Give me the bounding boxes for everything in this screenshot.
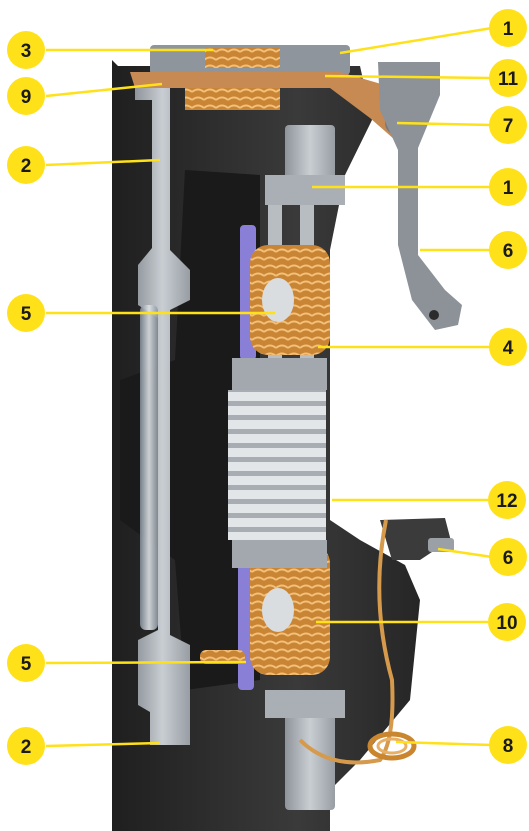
lower-lever-tip	[428, 538, 454, 552]
callout-10: 10	[488, 603, 526, 641]
callout-6-top: 6	[489, 231, 527, 269]
svg-text:2: 2	[21, 737, 32, 758]
leader-5-bottom	[45, 660, 247, 665]
svg-text:6: 6	[503, 241, 514, 262]
hub-cap-top	[232, 358, 327, 390]
callout-5-bottom: 5	[7, 644, 45, 682]
callout-4: 4	[489, 328, 527, 366]
svg-text:12: 12	[496, 491, 517, 512]
svg-text:7: 7	[503, 116, 514, 137]
leader-8	[395, 740, 493, 747]
callout-7: 7	[489, 106, 527, 144]
svg-text:6: 6	[503, 548, 514, 569]
leader-2-top	[45, 158, 161, 167]
hub-cap-bottom	[232, 540, 327, 568]
copper-wire	[298, 519, 395, 765]
spring-lower	[185, 88, 280, 110]
leader-9	[45, 82, 163, 98]
spring-link-bottom	[200, 650, 245, 664]
pressure-plate-left	[135, 88, 190, 745]
svg-text:3: 3	[21, 41, 32, 62]
svg-text:11: 11	[498, 69, 519, 90]
svg-text:1: 1	[503, 178, 514, 199]
spring-top	[205, 48, 280, 68]
lever-hole	[429, 310, 439, 320]
svg-text:5: 5	[21, 304, 32, 325]
leader-7	[396, 121, 493, 127]
callout-11: 11	[489, 59, 527, 97]
brake-drawing	[112, 45, 462, 831]
lever-bar	[130, 72, 420, 140]
leader-2-bottom	[45, 741, 161, 748]
hub-flange-top	[265, 175, 345, 205]
hub-flange-bottom	[265, 690, 345, 718]
leader-11	[324, 74, 491, 80]
callout-3: 3	[7, 31, 45, 69]
svg-text:5: 5	[21, 654, 32, 675]
callout-2-top: 2	[7, 146, 45, 184]
svg-text:2: 2	[21, 156, 32, 177]
leader-lines	[45, 26, 493, 748]
svg-text:10: 10	[496, 613, 517, 634]
svg-text:9: 9	[21, 87, 32, 108]
callout-1-top: 1	[489, 9, 527, 47]
release-lever	[378, 62, 462, 330]
callout-badges: 1 11 7 1 6 4 12 6	[7, 9, 527, 765]
leader-6-bottom	[437, 547, 493, 559]
spring-core-top	[262, 278, 294, 322]
svg-text:1: 1	[503, 19, 514, 40]
leader-1-top	[339, 26, 493, 55]
bearing-ring	[140, 305, 158, 630]
spring-core-bottom	[262, 588, 294, 632]
coil-spring-8	[367, 731, 417, 761]
svg-text:4: 4	[503, 338, 514, 359]
callout-8: 8	[489, 726, 527, 764]
callout-6-bottom: 6	[489, 538, 527, 576]
callout-9: 9	[7, 77, 45, 115]
housing-cavity	[120, 170, 260, 690]
callout-12: 12	[488, 481, 526, 519]
callout-2-bottom: 2	[7, 727, 45, 765]
splined-hub	[228, 390, 326, 540]
callout-5-top: 5	[7, 294, 45, 332]
callout-1-mid: 1	[489, 168, 527, 206]
svg-text:8: 8	[503, 736, 514, 757]
